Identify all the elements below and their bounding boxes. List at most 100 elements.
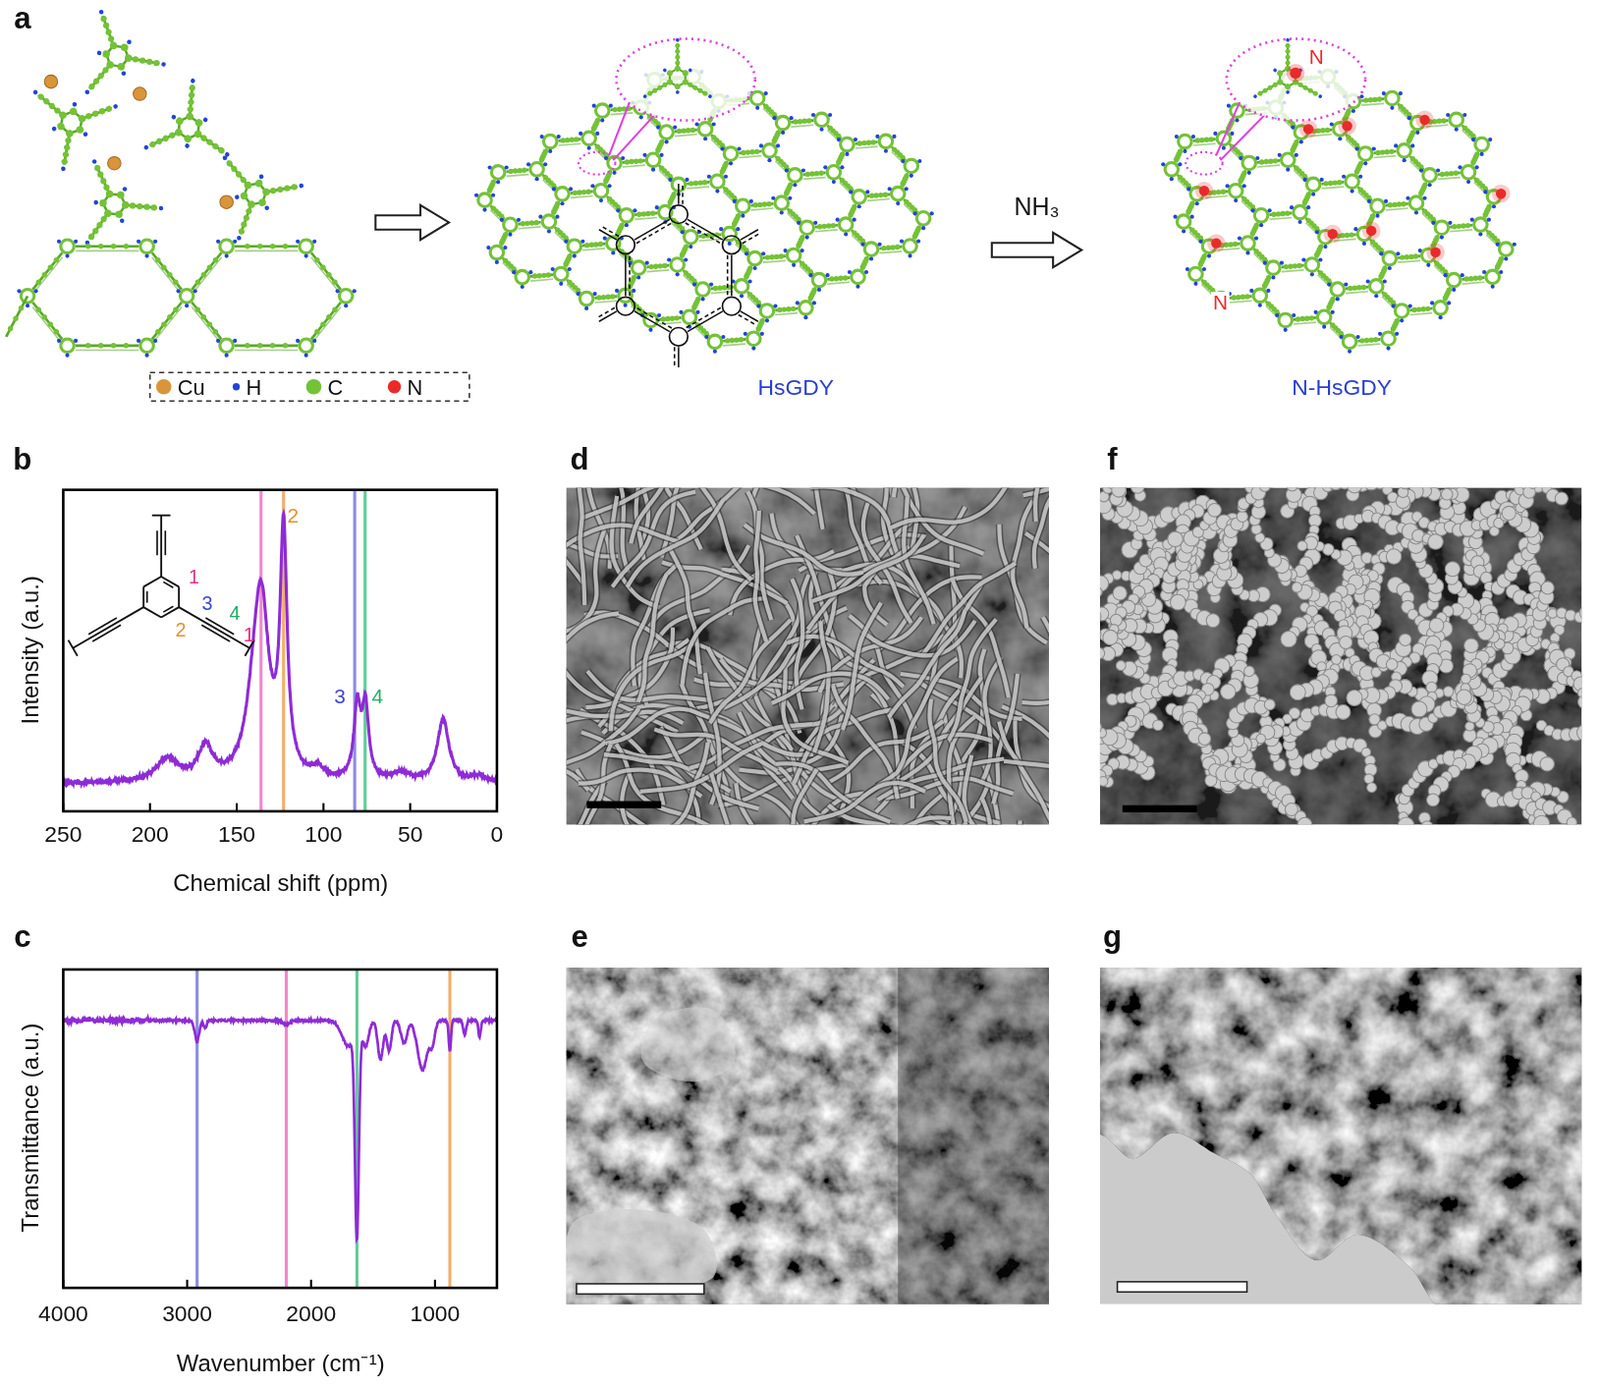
molecular-structure xyxy=(326,314,332,320)
molecular-structure xyxy=(131,55,139,63)
molecular-structure xyxy=(295,338,300,343)
sem-image xyxy=(1297,541,1308,552)
lattice-structure xyxy=(618,222,624,228)
molecular-structure xyxy=(343,303,348,308)
molecular-structure xyxy=(237,227,245,235)
tem-image xyxy=(1100,967,1582,1305)
sem-image xyxy=(1022,641,1049,704)
chemical-structure xyxy=(164,530,166,555)
sem-image xyxy=(1100,776,1108,787)
molecular-structure xyxy=(192,128,203,139)
nmr-spectrum xyxy=(62,513,497,784)
sem-image xyxy=(1198,732,1212,746)
molecular-structure xyxy=(258,198,268,208)
lattice-structure xyxy=(516,167,522,173)
molecular-structure xyxy=(189,77,196,84)
sem-image xyxy=(578,488,585,606)
tem-image xyxy=(897,967,1049,1305)
molecular-structure xyxy=(100,216,108,223)
molecular-structure xyxy=(201,314,207,320)
molecular-structure xyxy=(166,272,172,277)
molecular-structure xyxy=(166,314,172,320)
sem-image xyxy=(998,721,1049,826)
molecular-structure xyxy=(36,279,42,285)
sem-image xyxy=(1554,492,1568,505)
lattice-structure xyxy=(507,168,513,174)
molecular-structure xyxy=(254,178,264,188)
molecular-structure xyxy=(234,170,242,178)
chemical-structure xyxy=(152,514,171,517)
sem-image xyxy=(772,673,889,704)
sem-image xyxy=(1100,488,1582,826)
sem-image xyxy=(874,488,896,498)
molecular-structure xyxy=(75,244,139,248)
molecular-structure xyxy=(161,61,166,67)
molecular-structure xyxy=(77,113,88,124)
lattice-structure xyxy=(530,278,553,281)
lattice-structure xyxy=(695,296,701,302)
molecular-structure xyxy=(105,28,112,36)
molecular-structure xyxy=(103,183,111,191)
sem-image xyxy=(813,488,824,530)
molecular-structure xyxy=(92,77,100,85)
molecular-structure xyxy=(314,329,320,334)
molecular-structure xyxy=(61,150,70,159)
lattice-structure xyxy=(594,300,617,303)
sem-image xyxy=(1339,635,1353,649)
molecular-structure xyxy=(148,140,158,150)
molecular-structure xyxy=(68,107,79,117)
sem-image xyxy=(772,673,889,704)
molecular-structure xyxy=(75,349,139,352)
sem-image xyxy=(1103,629,1118,645)
sem-image xyxy=(610,642,695,732)
sem-image xyxy=(747,491,772,620)
molecular-structure xyxy=(44,74,58,89)
molecular-structure xyxy=(143,203,151,211)
sem-image xyxy=(713,488,815,514)
molecular-structure xyxy=(245,207,253,215)
sem-image xyxy=(1297,817,1313,825)
molecular-structure xyxy=(75,124,86,135)
sem-image xyxy=(711,772,756,825)
molecular-structure xyxy=(207,265,213,271)
tem-image xyxy=(576,1283,705,1294)
sem-image xyxy=(578,488,585,606)
molecular-structure xyxy=(262,187,272,197)
molecular-structure xyxy=(185,105,195,114)
molecular-structure xyxy=(48,102,56,111)
sem-image xyxy=(587,670,711,701)
lattice-structure xyxy=(633,158,639,164)
lattice-structure xyxy=(518,226,542,229)
lattice-structure xyxy=(693,180,699,186)
molecular-structure xyxy=(48,322,54,328)
sem-image xyxy=(804,782,926,822)
sem-image xyxy=(814,621,829,753)
sem-image xyxy=(1043,616,1049,721)
molecular-structure xyxy=(331,307,337,313)
lattice-structure xyxy=(502,231,508,237)
tem-image xyxy=(566,967,1049,1305)
lattice-structure xyxy=(622,165,646,167)
lattice-structure xyxy=(474,37,935,368)
molecular-structure xyxy=(102,21,110,29)
molecular-structure xyxy=(270,187,277,195)
lattice-structure xyxy=(543,174,549,180)
molecular-structure xyxy=(331,279,337,285)
molecular-structure xyxy=(282,243,288,249)
sem-image xyxy=(710,619,791,723)
sem-image xyxy=(1286,488,1298,492)
lattice-structure xyxy=(659,165,673,180)
sem-image xyxy=(682,598,767,685)
molecular-structure xyxy=(18,305,24,311)
lattice-structure xyxy=(595,117,601,123)
lattice-structure xyxy=(581,189,587,195)
molecular-structure xyxy=(232,338,237,343)
molecular-structure xyxy=(230,165,238,172)
molecular-structure xyxy=(153,59,161,67)
lattice-structure xyxy=(564,137,570,143)
molecular-structure xyxy=(179,289,194,304)
ir-spectrum xyxy=(310,1279,313,1288)
molecular-structure xyxy=(75,343,139,347)
lattice-structure xyxy=(491,179,497,185)
sem-image xyxy=(1461,673,1472,684)
